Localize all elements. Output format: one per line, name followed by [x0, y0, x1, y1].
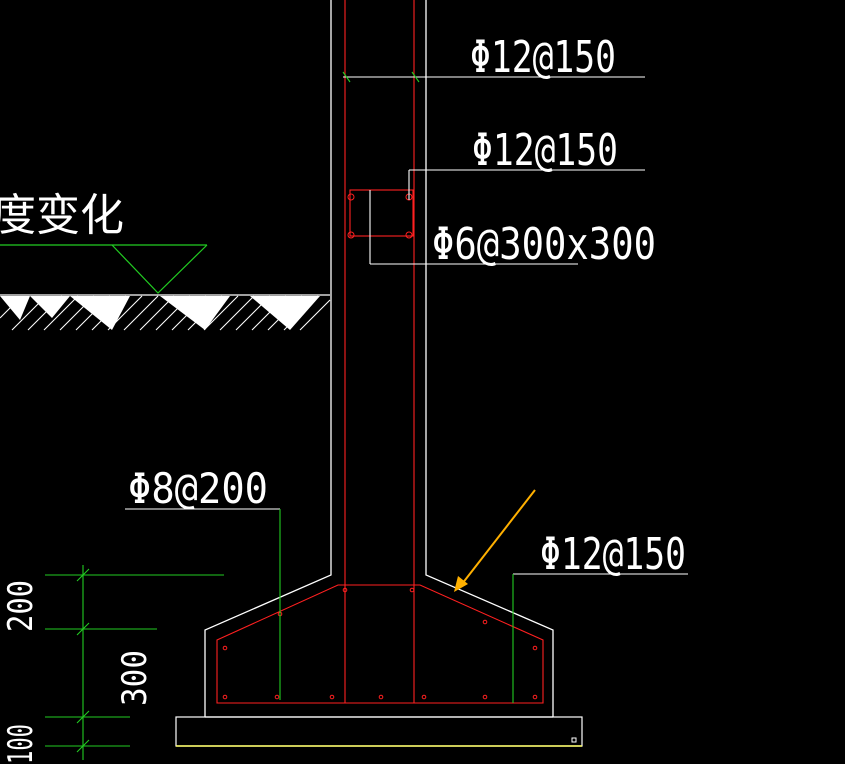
ground-hatch [0, 294, 331, 331]
rebar-lines [216, 0, 544, 704]
footing-main-rebar-label: Φ12@150 [540, 529, 686, 580]
soil-teeth [0, 296, 320, 330]
dimension-label-300: 300 [115, 650, 155, 706]
leaders [125, 71, 688, 703]
rebar-label-top-2: Φ12@150 [472, 125, 618, 176]
footing-dist-rebar-label: Φ8@200 [128, 464, 268, 513]
dimension-label-200: 200 [1, 580, 41, 632]
base-slab [175, 716, 583, 747]
rebar-label-top-1: Φ12@150 [470, 32, 616, 83]
rebar-dots [222, 193, 538, 700]
annotation-arrow [454, 489, 536, 592]
level-symbol [0, 244, 208, 294]
dimension-lines [45, 565, 224, 760]
level-change-text: 度变化 [0, 190, 124, 241]
tie-rebar-label: Φ6@300x300 [432, 219, 656, 270]
dimension-label-100: 100 [1, 724, 41, 764]
